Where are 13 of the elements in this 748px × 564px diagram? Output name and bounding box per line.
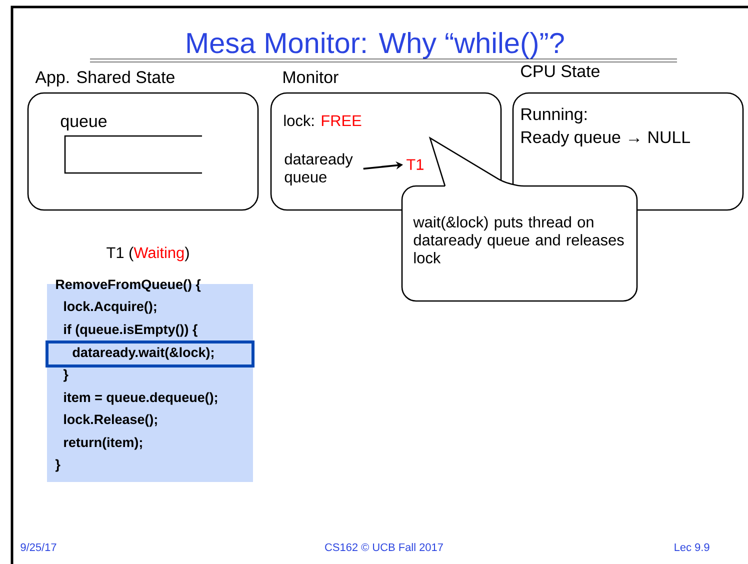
thread-heading: T1 (Waiting) xyxy=(106,246,189,262)
panel-heading: CPU State xyxy=(521,65,600,78)
slide-title: Mesa Monitor: Why “while()”? xyxy=(187,32,564,59)
thread-label: T1 xyxy=(406,159,424,170)
cpu-state-text: Running: xyxy=(522,108,586,124)
queue-label: queue xyxy=(60,118,107,130)
panel-heading: Monitor xyxy=(284,70,338,84)
lock-status: lock: FREE xyxy=(284,114,362,126)
footer-text: Lec 9.9 xyxy=(674,543,710,552)
panel-heading: App. Shared State xyxy=(35,70,174,86)
footer-text: 9/25/17 xyxy=(20,543,56,552)
queue-label: dataready queue xyxy=(284,153,353,186)
footer-text: CS162 © UCB Fall 2017 xyxy=(325,543,443,552)
